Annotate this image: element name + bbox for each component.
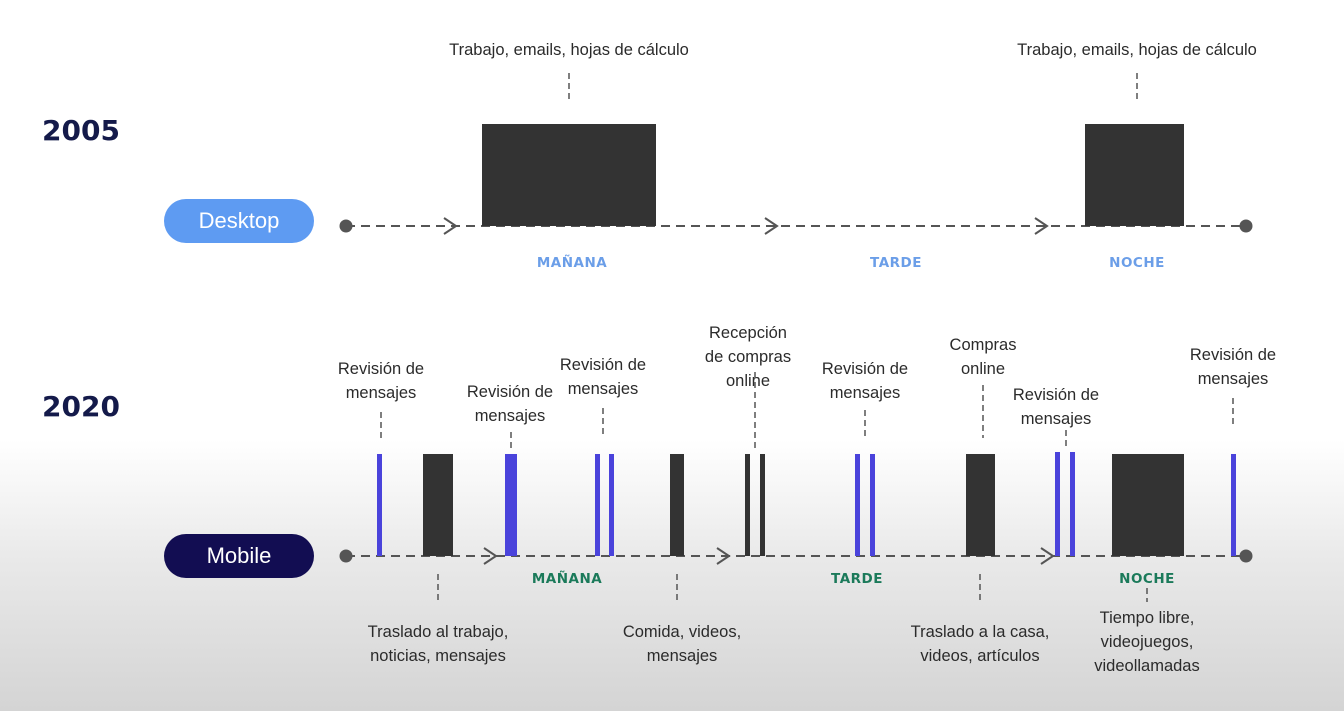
mobile-arrow-3 — [1040, 547, 1055, 565]
mobile-usage-bar-delivery-1 — [745, 454, 750, 556]
mobile-message-bar-4a — [855, 454, 860, 556]
desktop-arrow-2 — [764, 217, 779, 235]
mobile-arrow-2 — [716, 547, 731, 565]
annotation-mobile-bottom-2: Comida, videos,mensajes — [622, 623, 742, 665]
desktop-leader-lines — [568, 73, 1138, 100]
desktop-timeline-end-dot — [1239, 219, 1253, 233]
phase-label-mobile-morning: MAÑANA — [531, 571, 603, 587]
device-pill-desktop: Desktop — [164, 199, 314, 243]
mobile-usage-bar-delivery-2 — [760, 454, 765, 556]
mobile-timeline — [339, 547, 1253, 565]
mobile-usage-block-commute — [423, 454, 453, 556]
desktop-usage-block-morning — [482, 124, 656, 226]
mobile-usage-block-lunch — [670, 454, 684, 556]
desktop-usage-block-night — [1085, 124, 1184, 226]
annotation-desktop-night: Trabajo, emails, hojas de cálculo — [1017, 41, 1257, 59]
annotation-mobile-bottom-4: Tiempo libre,videojuegos,videollamadas — [1094, 609, 1200, 675]
mobile-message-bar-1 — [377, 454, 382, 556]
device-pill-mobile: Mobile — [164, 534, 314, 578]
annotation-mobile-bottom-3: Traslado a la casa,videos, artículos — [910, 623, 1050, 665]
phase-label-mobile-night: NOCHE — [1119, 571, 1175, 587]
mobile-message-bar-6 — [1231, 454, 1236, 556]
phase-label-desktop-morning: MAÑANA — [536, 255, 608, 271]
desktop-arrow-1 — [443, 217, 458, 235]
desktop-arrow-3 — [1034, 217, 1049, 235]
annotation-mobile-bottom-1: Traslado al trabajo,noticias, mensajes — [367, 623, 509, 665]
phase-label-desktop-night: NOCHE — [1109, 255, 1165, 271]
desktop-timeline-start-dot — [339, 219, 353, 233]
year-label-2005: 2005 — [42, 114, 120, 147]
mobile-usage-block-shopping — [966, 454, 995, 556]
mobile-timeline-start-dot — [339, 549, 353, 563]
mobile-message-bar-4b — [870, 454, 875, 556]
phase-label-mobile-afternoon: TARDE — [831, 571, 883, 587]
mobile-leader-lines — [380, 372, 1234, 602]
mobile-usage-block-leisure — [1112, 454, 1184, 556]
phase-label-desktop-afternoon: TARDE — [870, 255, 922, 271]
annotation-desktop-morning: Trabajo, emails, hojas de cálculo — [449, 41, 689, 59]
mobile-message-bar-3a — [595, 454, 600, 556]
year-label-2020: 2020 — [42, 390, 120, 423]
mobile-timeline-end-dot — [1239, 549, 1253, 563]
mobile-message-bar-5a — [1055, 452, 1060, 556]
mobile-arrow-1 — [483, 547, 498, 565]
mobile-message-bar-2 — [505, 454, 517, 556]
mobile-message-bar-3b — [609, 454, 614, 556]
mobile-message-bar-5b — [1070, 452, 1075, 556]
